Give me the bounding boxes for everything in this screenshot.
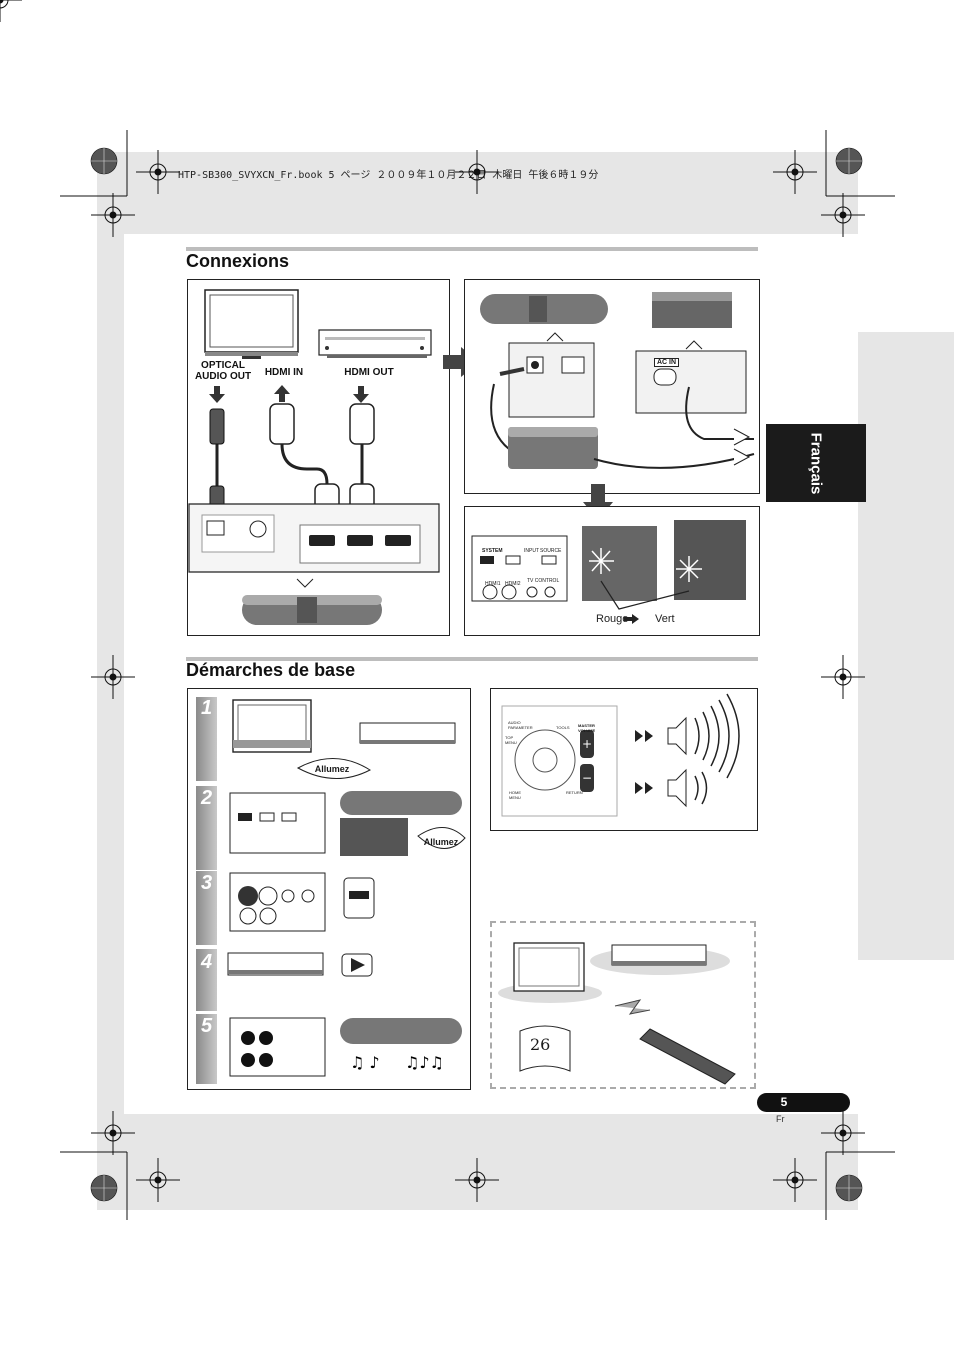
tv-illustration: [204, 289, 299, 359]
vol-tools-label: TOOLS: [556, 725, 570, 730]
step-3-number: 3: [200, 872, 213, 894]
svg-text:♫ ♪: ♫ ♪: [350, 1053, 380, 1072]
step-4-strip: [196, 949, 217, 1011]
disc-player-illustration: [318, 329, 432, 358]
step1-turn-on-label: Allumez: [314, 764, 350, 774]
page-number: 5: [780, 1095, 788, 1109]
connection-diagram: [188, 289, 440, 625]
svg-text:♫♪♫: ♫♪♫: [405, 1053, 444, 1072]
label-hdmi-in: HDMI IN: [264, 367, 304, 378]
step2-turn-on-label: Allumez: [423, 837, 459, 847]
power-connection-diagram: [480, 292, 755, 469]
status-green-label: Vert: [655, 613, 675, 625]
reference-illustrations: [498, 942, 736, 1085]
page-number-tab: [757, 1093, 850, 1112]
step-4-number: 4: [200, 951, 213, 973]
remote-input-label: INPUT: [524, 548, 539, 554]
step-3-strip: [196, 871, 217, 945]
svg-text:+: +: [582, 737, 592, 751]
remote-system-label: SYSTEM: [482, 548, 503, 554]
remote-source-label: SOURCE: [540, 548, 562, 554]
label-optical-audio-out: OPTICAL AUDIO OUT: [194, 360, 252, 382]
label-ac-in: AC IN: [654, 358, 680, 367]
remote-tv-control-label: TV CONTROL: [527, 578, 560, 584]
steps-illustrations: ♫ ♪ ♫♪♫: [227, 699, 466, 1077]
label-hdmi-out: HDMI OUT: [344, 367, 394, 378]
side-margin-band: [858, 332, 954, 960]
soundbar-illustration: [242, 595, 382, 625]
vol-audio-param-label: AUDIO PARAMETER: [508, 720, 533, 730]
connections-title: Connexions: [186, 251, 290, 271]
svg-text:−: −: [582, 771, 592, 785]
reference-box: [490, 921, 756, 1089]
step-5-strip: [196, 1014, 217, 1084]
volume-diagram: + −: [501, 693, 740, 817]
step-2-strip: [196, 786, 217, 870]
remote-hdmi2-label: HDMI2: [505, 581, 521, 587]
step-5-number: 5: [200, 1015, 213, 1037]
vol-top-menu-label: TOP MENU: [505, 735, 517, 745]
section-rule: [186, 247, 758, 251]
status-red-label: Rouge: [596, 613, 629, 625]
section-rule: [186, 657, 758, 661]
manual-page-reference: 26: [530, 1035, 551, 1054]
step-1-strip: [196, 697, 217, 781]
vol-return-label: RETURN: [566, 790, 583, 795]
vol-home-menu-label: HOME MENU: [509, 790, 521, 800]
vol-master-volume-label: MASTER VOLUME: [578, 723, 596, 733]
basic-steps-title: Démarches de base: [186, 660, 356, 680]
remote-hdmi1-label: HDMI1: [485, 581, 501, 587]
page-language-code: Fr: [776, 1114, 785, 1124]
power-on-diagram: [471, 520, 746, 624]
print-header: HTP-SB300_SVYXCN_Fr.book 5 ページ ２００９年１０月２…: [178, 170, 599, 181]
language-tab: [766, 424, 866, 502]
step-2-number: 2: [200, 787, 213, 809]
step-1-number: 1: [200, 697, 213, 719]
